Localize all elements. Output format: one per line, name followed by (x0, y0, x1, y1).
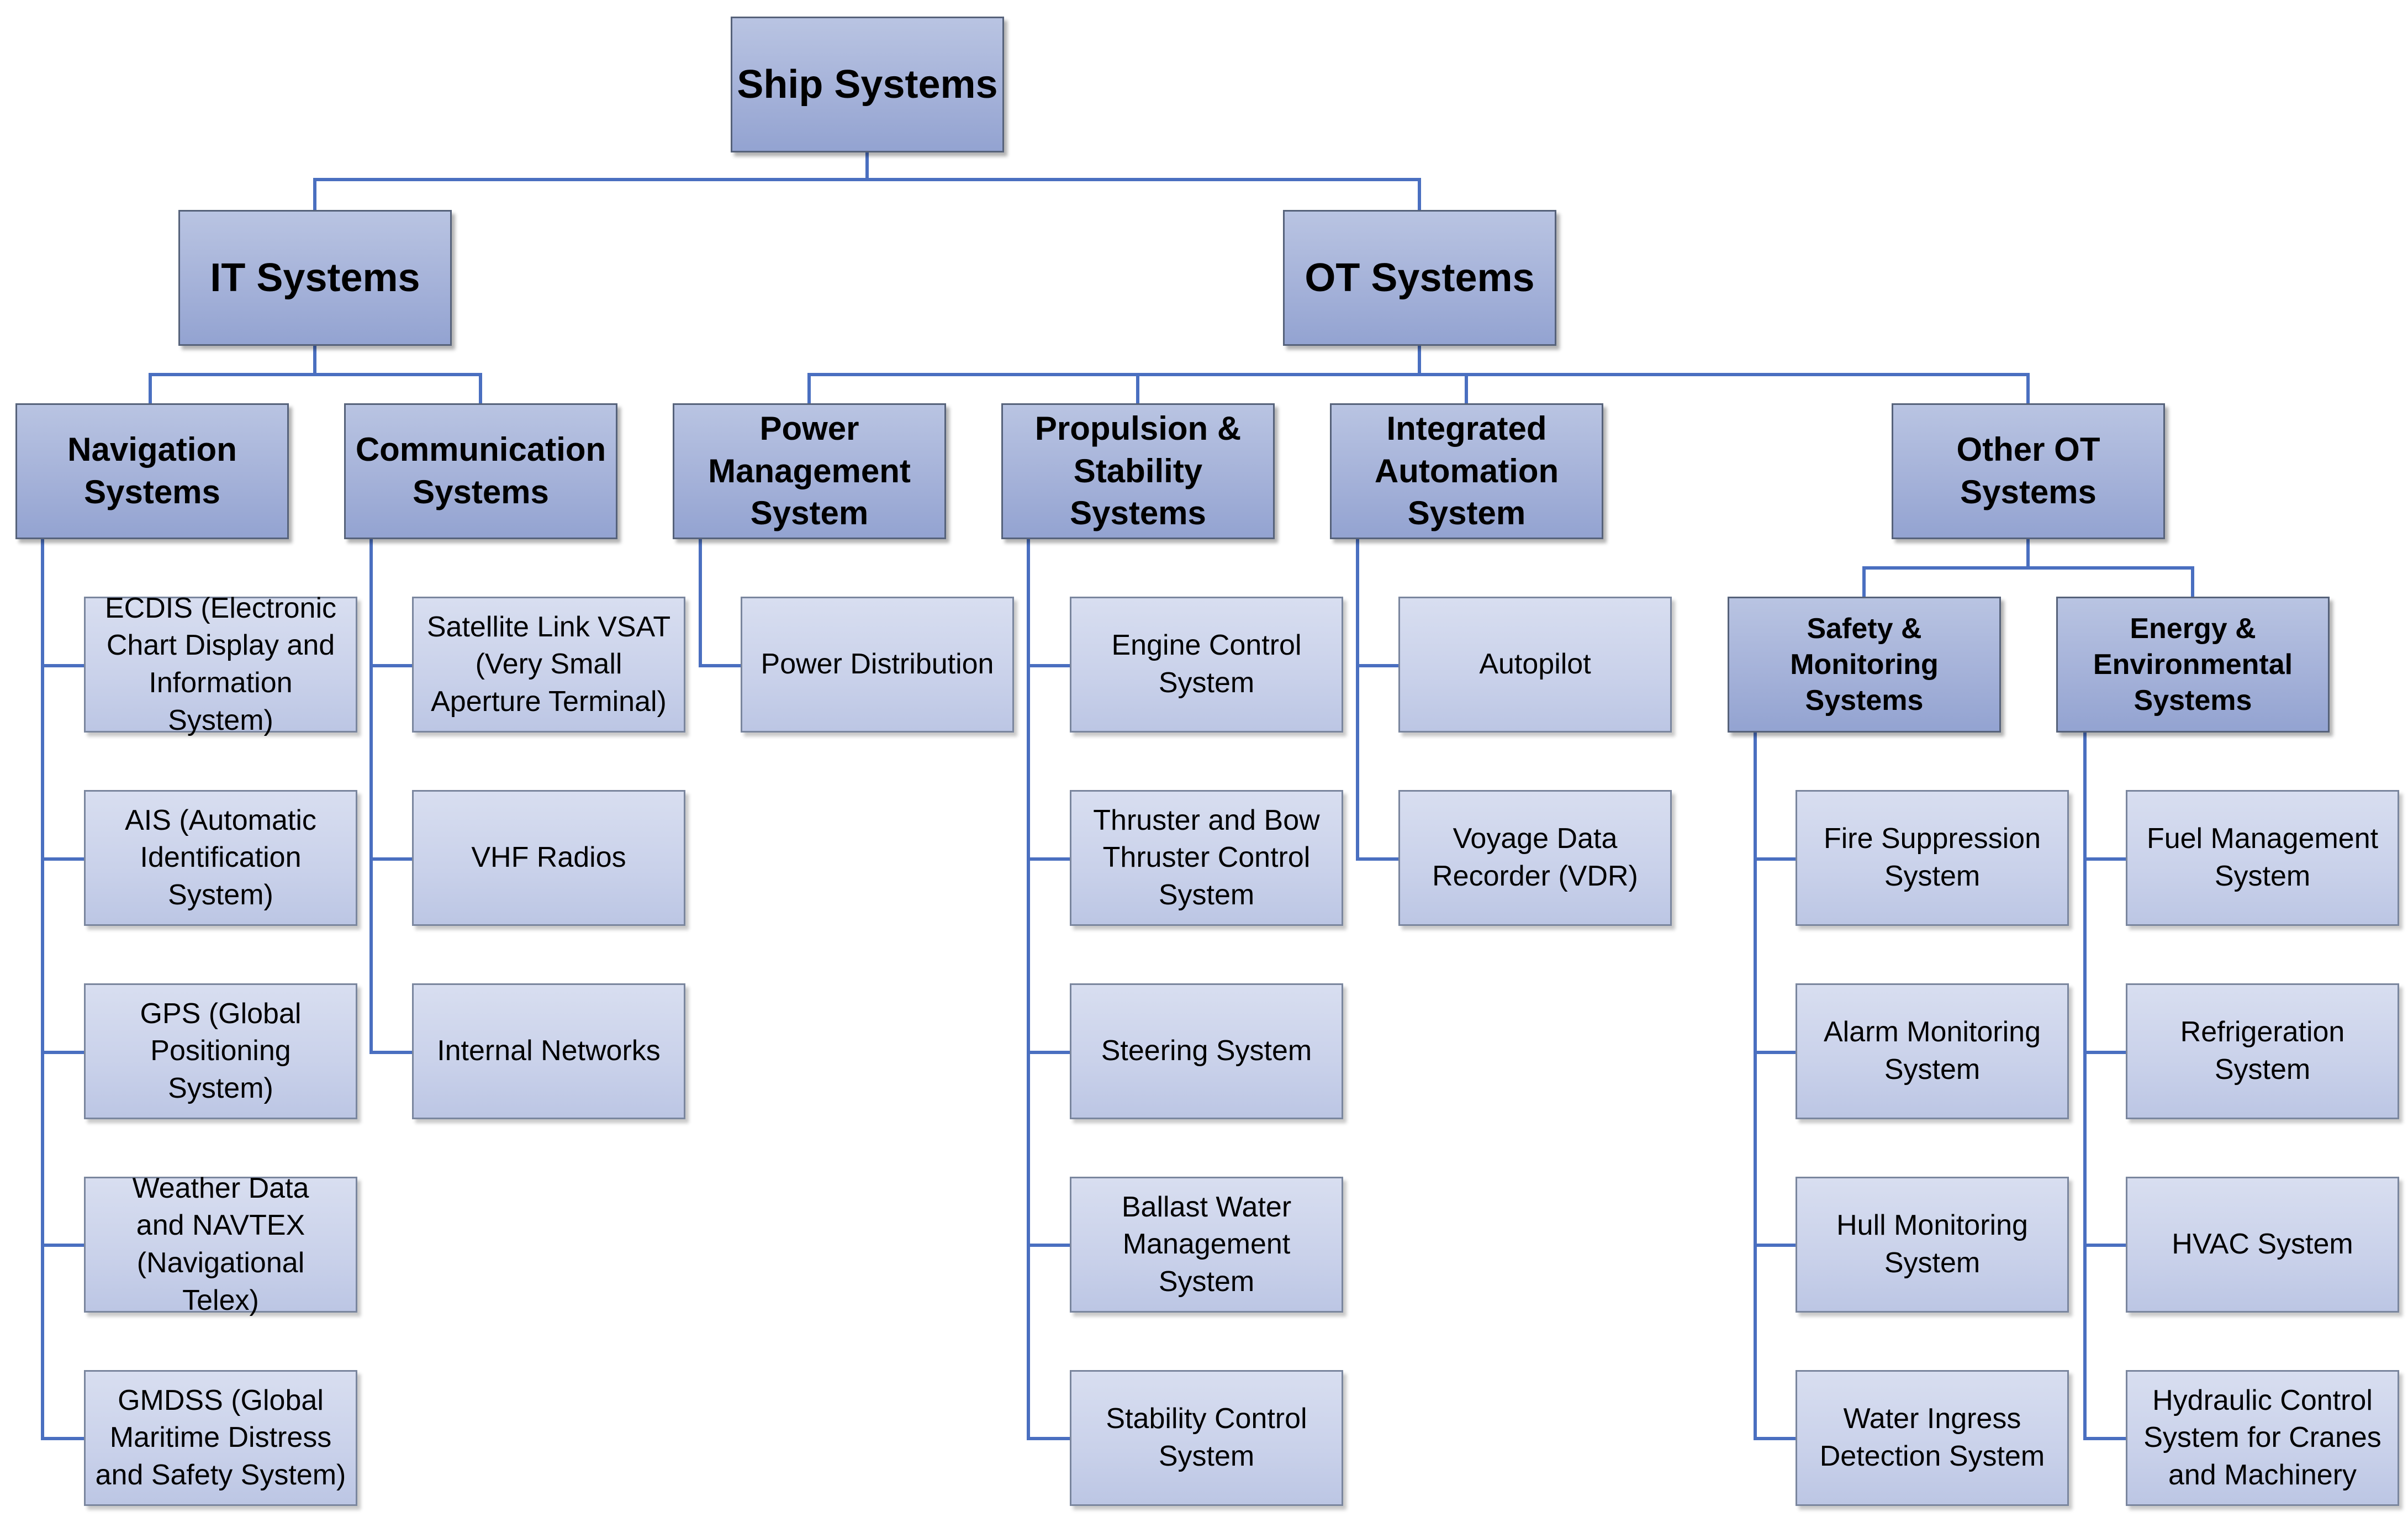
leaf-label: Weather Data and NAVTEX (Navigational Te… (132, 1172, 309, 1316)
leaf-ecdis: ECDIS (Electronic Chart Display and Info… (84, 592, 357, 736)
leaf-alarm-monitoring: Alarm Monitoring System (1796, 983, 2069, 1119)
leaf-ais: AIS (Automatic Identification System) (84, 790, 357, 926)
node-ot-systems: OT Systems (1283, 210, 1556, 346)
node-label: Other OT Systems (1956, 431, 2100, 510)
leaf-vdr: Voyage Data Recorder (VDR) (1398, 790, 1672, 926)
leaf-label: Ballast Water Management System (1121, 1191, 1292, 1298)
connector-it (149, 344, 482, 405)
leaf-label: GMDSS (Global Maritime Distress and Safe… (95, 1384, 346, 1491)
node-other-ot-systems: Other OT Systems (1892, 403, 2165, 539)
leaf-label: GPS (Global Positioning System) (140, 997, 302, 1104)
leaf-label: Fire Suppression System (1823, 823, 2041, 892)
leaf-vhf-radios: VHF Radios (412, 790, 685, 926)
leaf-label: Steering System (1101, 1035, 1312, 1067)
leaf-label: Internal Networks (437, 1035, 661, 1067)
leaf-label: Stability Control System (1106, 1403, 1307, 1472)
connector-other (1862, 538, 2194, 597)
leaf-label: Satellite Link VSAT (Very Small Aperture… (426, 610, 671, 718)
leaf-fire-suppression: Fire Suppression System (1796, 790, 2069, 926)
leaf-label: Alarm Monitoring System (1823, 1016, 2041, 1086)
connector-root (313, 151, 1421, 210)
leaf-label: Water Ingress Detection System (1819, 1403, 2045, 1472)
leaf-fuel-management: Fuel Management System (2126, 790, 2399, 926)
node-communication-systems: Communication Systems (344, 403, 617, 539)
node-propulsion-stability-systems: Propulsion & Stability Systems (1001, 403, 1275, 539)
leaf-stability-control: Stability Control System (1070, 1370, 1343, 1506)
node-it-systems: IT Systems (178, 210, 452, 346)
leaf-label: Thruster and Bow Thruster Control System (1093, 804, 1320, 911)
node-label: Safety & Monitoring Systems (1790, 612, 1939, 717)
leaf-internal-networks: Internal Networks (412, 983, 685, 1119)
node-label: Ship Systems (737, 62, 998, 107)
connector-ot (807, 344, 2030, 405)
leaf-label: Power Distribution (761, 648, 994, 681)
leaf-label: Hull Monitoring System (1836, 1209, 2028, 1279)
node-label: OT Systems (1305, 255, 1535, 300)
leaf-label: Hydraulic Control System for Cranes and … (2143, 1384, 2381, 1491)
node-label: Integrated Automation System (1374, 409, 1559, 532)
leaf-label: Fuel Management System (2146, 823, 2379, 892)
node-label: Power Management System (708, 409, 911, 532)
node-power-management-system: Power Management System (673, 403, 946, 539)
leaf-label: HVAC System (2172, 1228, 2353, 1261)
leaf-refrigeration: Refrigeration System (2126, 983, 2399, 1119)
connector-power (699, 538, 742, 667)
connector-navigation (41, 538, 86, 1440)
connector-safety (1754, 731, 1797, 1440)
leaf-ballast-water: Ballast Water Management System (1070, 1177, 1343, 1313)
leaf-steering-system: Steering System (1070, 983, 1343, 1119)
node-label: Propulsion & Stability Systems (1034, 409, 1242, 532)
leaf-label: AIS (Automatic Identification System) (125, 804, 316, 911)
leaf-weather-navtex: Weather Data and NAVTEX (Navigational Te… (84, 1172, 357, 1316)
node-label: IT Systems (210, 255, 420, 300)
leaf-label: ECDIS (Electronic Chart Display and Info… (105, 592, 336, 736)
connector-communication (369, 538, 414, 1054)
leaf-gmdss: GMDSS (Global Maritime Distress and Safe… (84, 1370, 357, 1506)
leaf-satellite-vsat: Satellite Link VSAT (Very Small Aperture… (412, 597, 685, 733)
connector-automation (1356, 538, 1400, 861)
leaf-hydraulic-control: Hydraulic Control System for Cranes and … (2126, 1370, 2399, 1506)
leaf-label: Refrigeration System (2180, 1016, 2345, 1086)
leaf-autopilot: Autopilot (1398, 597, 1672, 733)
node-navigation-systems: Navigation Systems (15, 403, 289, 539)
leaf-label: Autopilot (1479, 648, 1591, 681)
leaf-gps: GPS (Global Positioning System) (84, 983, 357, 1119)
leaf-thruster-control: Thruster and Bow Thruster Control System (1070, 790, 1343, 926)
node-integrated-automation-system: Integrated Automation System (1330, 403, 1603, 539)
node-safety-monitoring-systems: Safety & Monitoring Systems (1728, 597, 2001, 733)
leaf-label: Voyage Data Recorder (VDR) (1432, 823, 1638, 892)
leaf-engine-control: Engine Control System (1070, 597, 1343, 733)
connector-energy (2083, 731, 2127, 1440)
leaf-hvac: HVAC System (2126, 1177, 2399, 1313)
leaf-water-ingress: Water Ingress Detection System (1796, 1370, 2069, 1506)
leaf-label: Engine Control System (1111, 629, 1302, 699)
node-energy-environmental-systems: Energy & Environmental Systems (2056, 597, 2330, 733)
connector-propulsion (1027, 538, 1071, 1440)
leaf-hull-monitoring: Hull Monitoring System (1796, 1177, 2069, 1313)
node-ship-systems: Ship Systems (731, 17, 1004, 152)
leaf-power-distribution: Power Distribution (741, 597, 1014, 733)
node-label: Energy & Environmental Systems (2093, 612, 2293, 717)
leaf-label: VHF Radios (471, 841, 626, 874)
node-label: Communication Systems (355, 431, 606, 510)
node-label: Navigation Systems (67, 431, 237, 510)
